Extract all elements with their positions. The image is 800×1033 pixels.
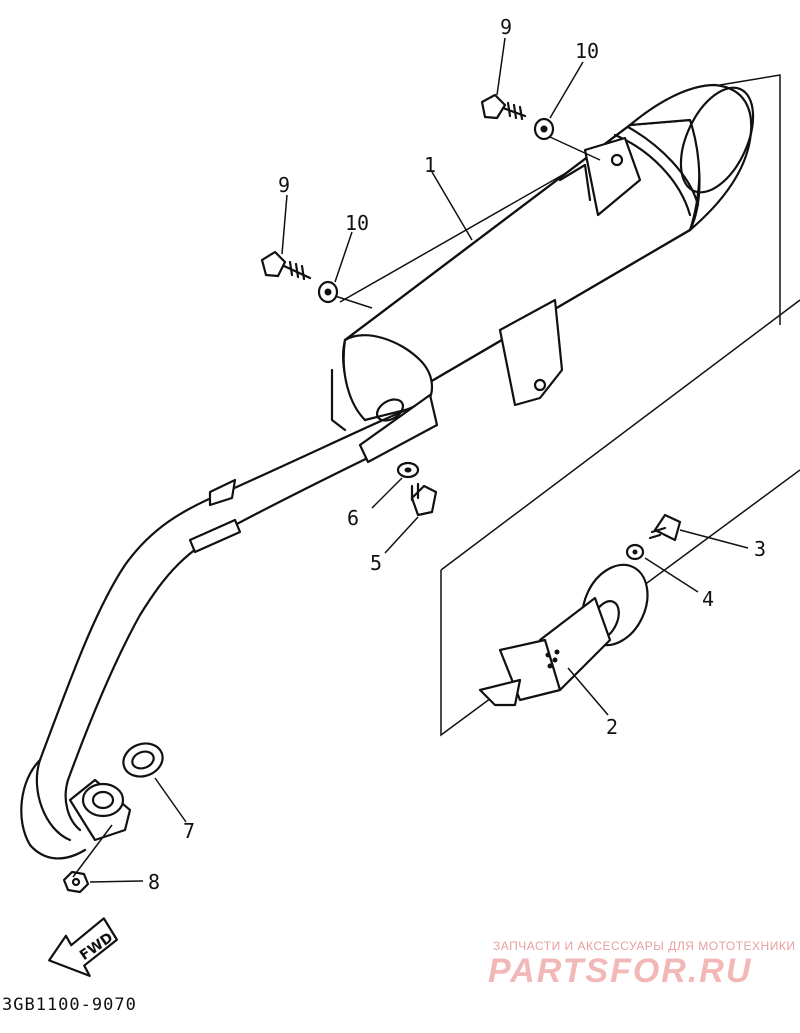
callout-numbers: 1 2 3 4 5 6 7 8 9 9 10 10 — [148, 15, 766, 894]
bolt-9-upper — [480, 93, 527, 121]
callout-7: 7 — [183, 819, 195, 843]
washer-6 — [396, 461, 420, 479]
bolt-3 — [648, 513, 682, 542]
fwd-arrow: FWD — [48, 917, 119, 978]
exhaust-pipe — [20, 393, 439, 860]
callout-9-lower: 9 — [278, 173, 290, 197]
callout-9-upper: 9 — [500, 15, 512, 39]
spark-arrester — [478, 563, 649, 707]
callout-2: 2 — [606, 715, 618, 739]
callout-8: 8 — [148, 870, 160, 894]
gasket-ring — [122, 742, 164, 778]
assembly-boundary — [339, 74, 800, 737]
washer-10-lower — [317, 280, 339, 304]
callout-1: 1 — [424, 153, 436, 177]
nut — [62, 870, 90, 894]
callout-6: 6 — [347, 506, 359, 530]
callout-10-lower: 10 — [345, 211, 369, 235]
callout-10-upper: 10 — [575, 39, 599, 63]
callout-4: 4 — [702, 587, 714, 611]
leader-lines — [72, 37, 749, 883]
bolt-5 — [410, 482, 438, 517]
washer-4 — [625, 543, 645, 561]
muffler — [330, 83, 755, 432]
callout-5: 5 — [370, 551, 382, 575]
diagram-code: 3GB1100-9070 — [2, 995, 137, 1015]
callout-3: 3 — [754, 537, 766, 561]
watermark-brand: PARTSFOR.RU — [488, 952, 752, 990]
watermark: ЗАПЧАСТИ И АКСЕССУАРЫ ДЛЯ МОТОТЕХНИКИ PA… — [488, 939, 795, 990]
washer-10-upper — [533, 117, 555, 141]
bolt-9-lower — [260, 250, 312, 281]
watermark-tagline: ЗАПЧАСТИ И АКСЕССУАРЫ ДЛЯ МОТОТЕХНИКИ — [493, 939, 795, 953]
